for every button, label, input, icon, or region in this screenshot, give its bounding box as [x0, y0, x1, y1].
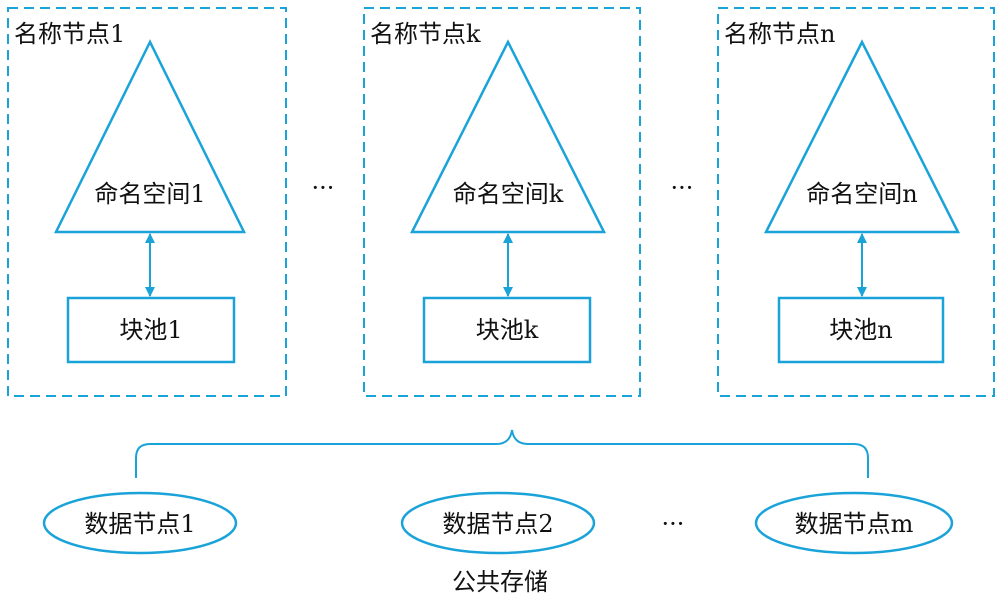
- block-pool-n-label: 块池n: [829, 316, 892, 344]
- name-node-n-frame: [717, 7, 995, 397]
- ellipsis-name-nodes-1: ···: [312, 174, 335, 202]
- namespace-k-label: 命名空间k: [453, 180, 564, 208]
- data-node-2-label: 数据节点2: [442, 510, 553, 538]
- name-node-1: 名称节点1 命名空间1 块池1: [7, 7, 287, 397]
- block-pool-n-box: [777, 296, 945, 364]
- data-node-1-ellipse: [42, 491, 238, 555]
- namespace-k-triangle: [409, 39, 607, 234]
- block-pool-k-label: 块池k: [476, 316, 539, 344]
- data-node-m-ellipse: [754, 491, 954, 555]
- name-node-n: 名称节点n 命名空间n 块池n: [717, 7, 995, 397]
- shared-storage-label: 公共存储: [452, 568, 548, 596]
- name-node-1-frame: [7, 7, 287, 397]
- name-node-k-frame: [363, 7, 641, 397]
- name-node-k: 名称节点k 命名空间k 块池k: [363, 7, 641, 397]
- name-node-1-title: 名称节点1: [14, 20, 125, 48]
- block-pool-1-box: [66, 296, 236, 364]
- shared-storage-brace: [135, 429, 869, 478]
- ellipsis-data-nodes: ···: [662, 510, 685, 538]
- namespace-n-triangle: [763, 39, 961, 234]
- namespace-1-triangle: [53, 39, 247, 234]
- namespace-1-label: 命名空间1: [94, 180, 205, 208]
- block-pool-k-box: [422, 296, 592, 364]
- name-node-n-title: 名称节点n: [724, 20, 835, 48]
- namespace-n-label: 命名空间n: [806, 180, 917, 208]
- data-node-m-label: 数据节点m: [795, 510, 914, 538]
- block-pool-1-label: 块池1: [119, 316, 182, 344]
- data-node-1-label: 数据节点1: [84, 510, 195, 538]
- ellipsis-name-nodes-2: ···: [671, 174, 694, 202]
- name-node-k-title: 名称节点k: [370, 20, 481, 48]
- data-node-2-ellipse: [400, 491, 596, 555]
